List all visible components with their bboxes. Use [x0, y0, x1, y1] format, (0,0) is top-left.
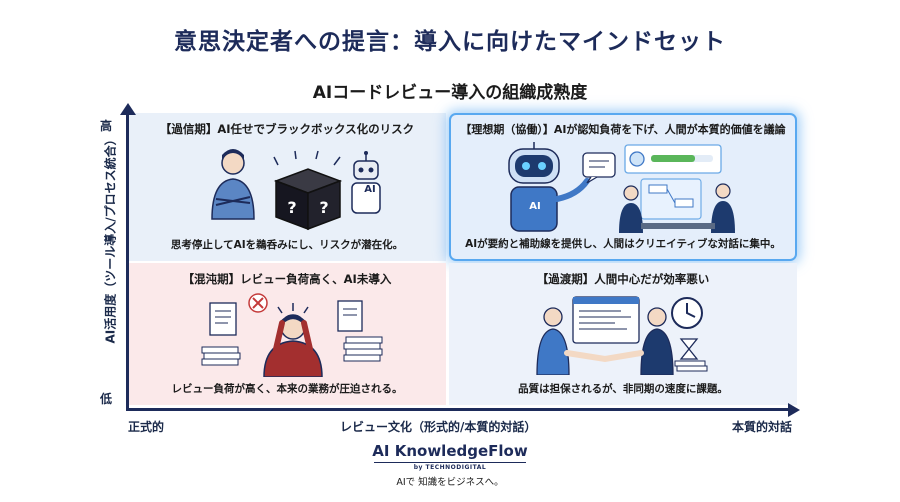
code-window-icon — [572, 296, 640, 344]
quadrant-heading: 【過渡期】人間中心だが効率悪い — [536, 272, 710, 286]
x-axis-line — [126, 408, 790, 411]
logo-tagline: AIで 知識をビジネスへ。 — [396, 477, 504, 488]
quadrant-caption: レビュー負荷が高く、本来の業務が圧迫される。 — [171, 383, 403, 395]
paper-stack-icon — [337, 300, 383, 362]
clock-icon — [671, 297, 703, 329]
error-x-icon — [248, 293, 268, 313]
blackbox-illustration: ? ? — [211, 149, 381, 231]
collaboration-illustration — [508, 142, 735, 233]
robot-icon — [351, 151, 381, 214]
quadrant-heading: 【過信期】AI任せでブラックボックス化のリスク — [159, 122, 415, 136]
overload-illustration — [201, 293, 383, 377]
black-box-icon: ? ? — [273, 150, 343, 231]
x-axis-arrow-icon — [788, 403, 800, 417]
x-axis-left-label: 正式的 — [128, 420, 165, 434]
stressed-person-icon — [263, 303, 323, 377]
logo-divider — [374, 462, 526, 463]
y-axis-high-label: 高 — [100, 119, 113, 133]
person-arms-crossed-icon — [211, 149, 255, 220]
brand-logo: AI KnowledgeFlow by TECHNODIGITAL AIで 知識… — [0, 442, 900, 488]
matrix-title: AIコードレビュー導入の組織成熟度 — [312, 83, 588, 103]
svg-text:?: ? — [319, 198, 328, 217]
two-people-handshake-icon — [536, 307, 674, 375]
y-axis-line — [126, 112, 129, 410]
logo-name: AI KnowledgeFlow — [372, 442, 528, 460]
quadrant-caption: AIが要約と補助線を提供し、人間はクリエイティブな対話に集中。 — [465, 238, 781, 250]
robot-ai-badge: AI — [529, 201, 541, 212]
quadrant-ideal: 【理想期（協働）】AIが認知負荷を下げ、人間が本質的価値を議論 — [449, 113, 797, 261]
handshake-illustration — [536, 296, 708, 375]
x-axis-right-label: 本質的対話 — [732, 420, 793, 434]
robot-ai-badge: AI — [364, 184, 376, 195]
quadrant-heading: 【理想期（協働）】AIが認知負荷を下げ、人間が本質的価値を議論 — [460, 123, 786, 136]
hourglass-icon — [674, 338, 708, 372]
quadrant-overtrust: 【過信期】AI任せでブラックボックス化のリスク ? ? AI 思考停止してAIを… — [128, 113, 446, 261]
speech-bubble-icon — [582, 152, 616, 184]
x-axis-title: レビュー文化（形式的/本質的対話） — [340, 420, 537, 434]
quadrant-caption: 品質は担保されるが、非同期の速度に課題。 — [518, 383, 728, 395]
quadrant-transition: 【過渡期】人間中心だが効率悪い 品質は担保されるが、非同期の速度に課題。 — [449, 263, 797, 405]
svg-text:?: ? — [287, 198, 296, 217]
quadrant-chaos: 【混沌期】レビュー負荷高く、AI未導入 レビュー負荷 — [128, 263, 446, 405]
page-title: 意思決定者への提言：導入に向けたマインドセット — [174, 29, 726, 55]
y-axis-title: AI活用度（ツール導入/プロセス統合） — [103, 133, 118, 344]
quadrant-heading: 【混沌期】レビュー負荷高く、AI未導入 — [182, 272, 392, 286]
quadrant-caption: 思考停止してAIを鵜呑みにし、リスクが潜在化。 — [170, 239, 404, 251]
people-discussing-icon — [619, 183, 735, 233]
y-axis-low-label: 低 — [100, 392, 113, 406]
ai-robot-icon — [508, 142, 590, 232]
y-axis-arrow-icon — [120, 103, 136, 115]
dashboard-icon — [624, 144, 722, 220]
documents-icon — [201, 302, 241, 366]
logo-byline: by TECHNODIGITAL — [413, 464, 487, 471]
